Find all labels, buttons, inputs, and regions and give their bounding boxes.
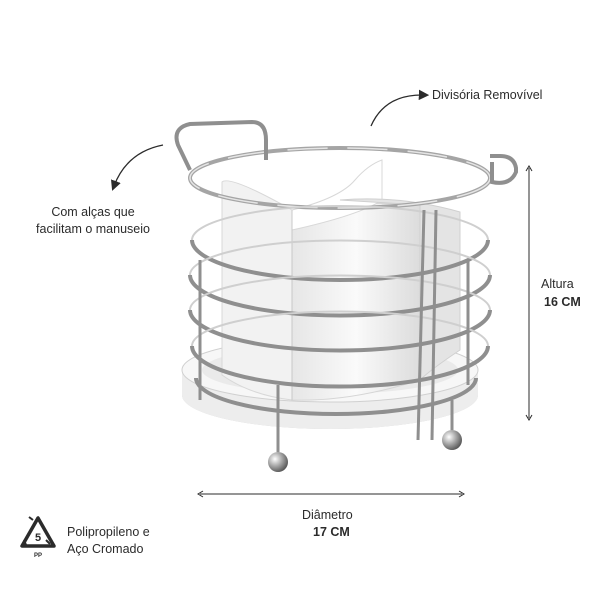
handles-label-line-2: facilitam o manuseio	[36, 222, 150, 236]
height-value: 16 CM	[544, 295, 581, 309]
divider-arrow	[370, 89, 430, 127]
material-label-line-1: Polipropileno e	[67, 525, 150, 539]
diameter-dimension-line	[197, 490, 465, 498]
recycling-code: PP	[34, 553, 42, 559]
handles-arrow	[111, 144, 164, 191]
diameter-value: 17 CM	[313, 525, 350, 539]
material-label: Polipropileno e Aço Cromado	[67, 524, 150, 558]
height-dimension-line	[525, 165, 533, 421]
handles-label: Com alças que facilitam o manuseio	[18, 204, 168, 238]
recycling-icon: 5 PP	[20, 516, 56, 559]
chrome-frame	[174, 119, 518, 452]
handles-label-line-1: Com alças que	[51, 205, 135, 219]
material-label-line-2: Aço Cromado	[67, 542, 144, 556]
ball-feet	[268, 430, 462, 472]
height-label: Altura	[541, 277, 574, 291]
diameter-label: Diâmetro	[302, 508, 353, 522]
recycling-number: 5	[35, 532, 41, 544]
divider-label: Divisória Removível	[432, 88, 543, 102]
